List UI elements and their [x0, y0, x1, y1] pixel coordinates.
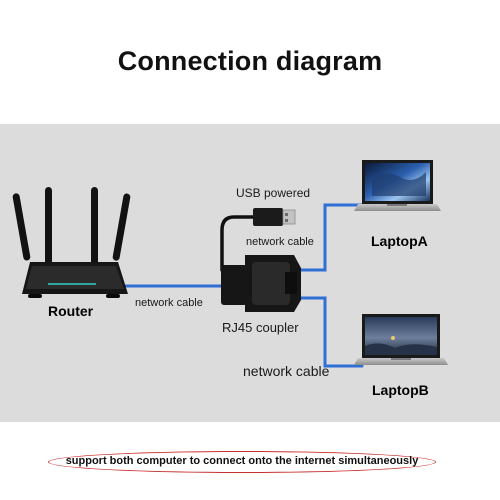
usb-power-cable	[220, 215, 258, 272]
coupler-label: RJ45 coupler	[222, 320, 299, 335]
cable-coupler-to-laptop-a	[295, 203, 364, 272]
rj45-coupler-icon	[221, 255, 301, 312]
diagram-title: Connection diagram	[117, 46, 383, 76]
cable-coupler-to-laptop-b	[295, 296, 364, 368]
laptop-b-label: LaptopB	[372, 382, 429, 398]
cable-label-left: network cable	[135, 297, 203, 309]
laptop-b-icon	[354, 314, 448, 365]
simultaneous-connection-note: support both computer to connect onto th…	[65, 455, 419, 467]
cable-label-bottom: network cable	[243, 363, 330, 379]
usb-plug-icon	[253, 208, 296, 226]
network-cables	[124, 203, 364, 368]
laptop-a-icon	[354, 160, 441, 211]
wifi-router-icon	[12, 187, 131, 298]
cable-label-top: network cable	[246, 236, 314, 248]
usb-powered-label: USB powered	[236, 186, 311, 200]
laptop-a-label: LaptopA	[371, 233, 428, 249]
note-highlight-oval	[48, 451, 436, 473]
router-label: Router	[48, 303, 94, 319]
